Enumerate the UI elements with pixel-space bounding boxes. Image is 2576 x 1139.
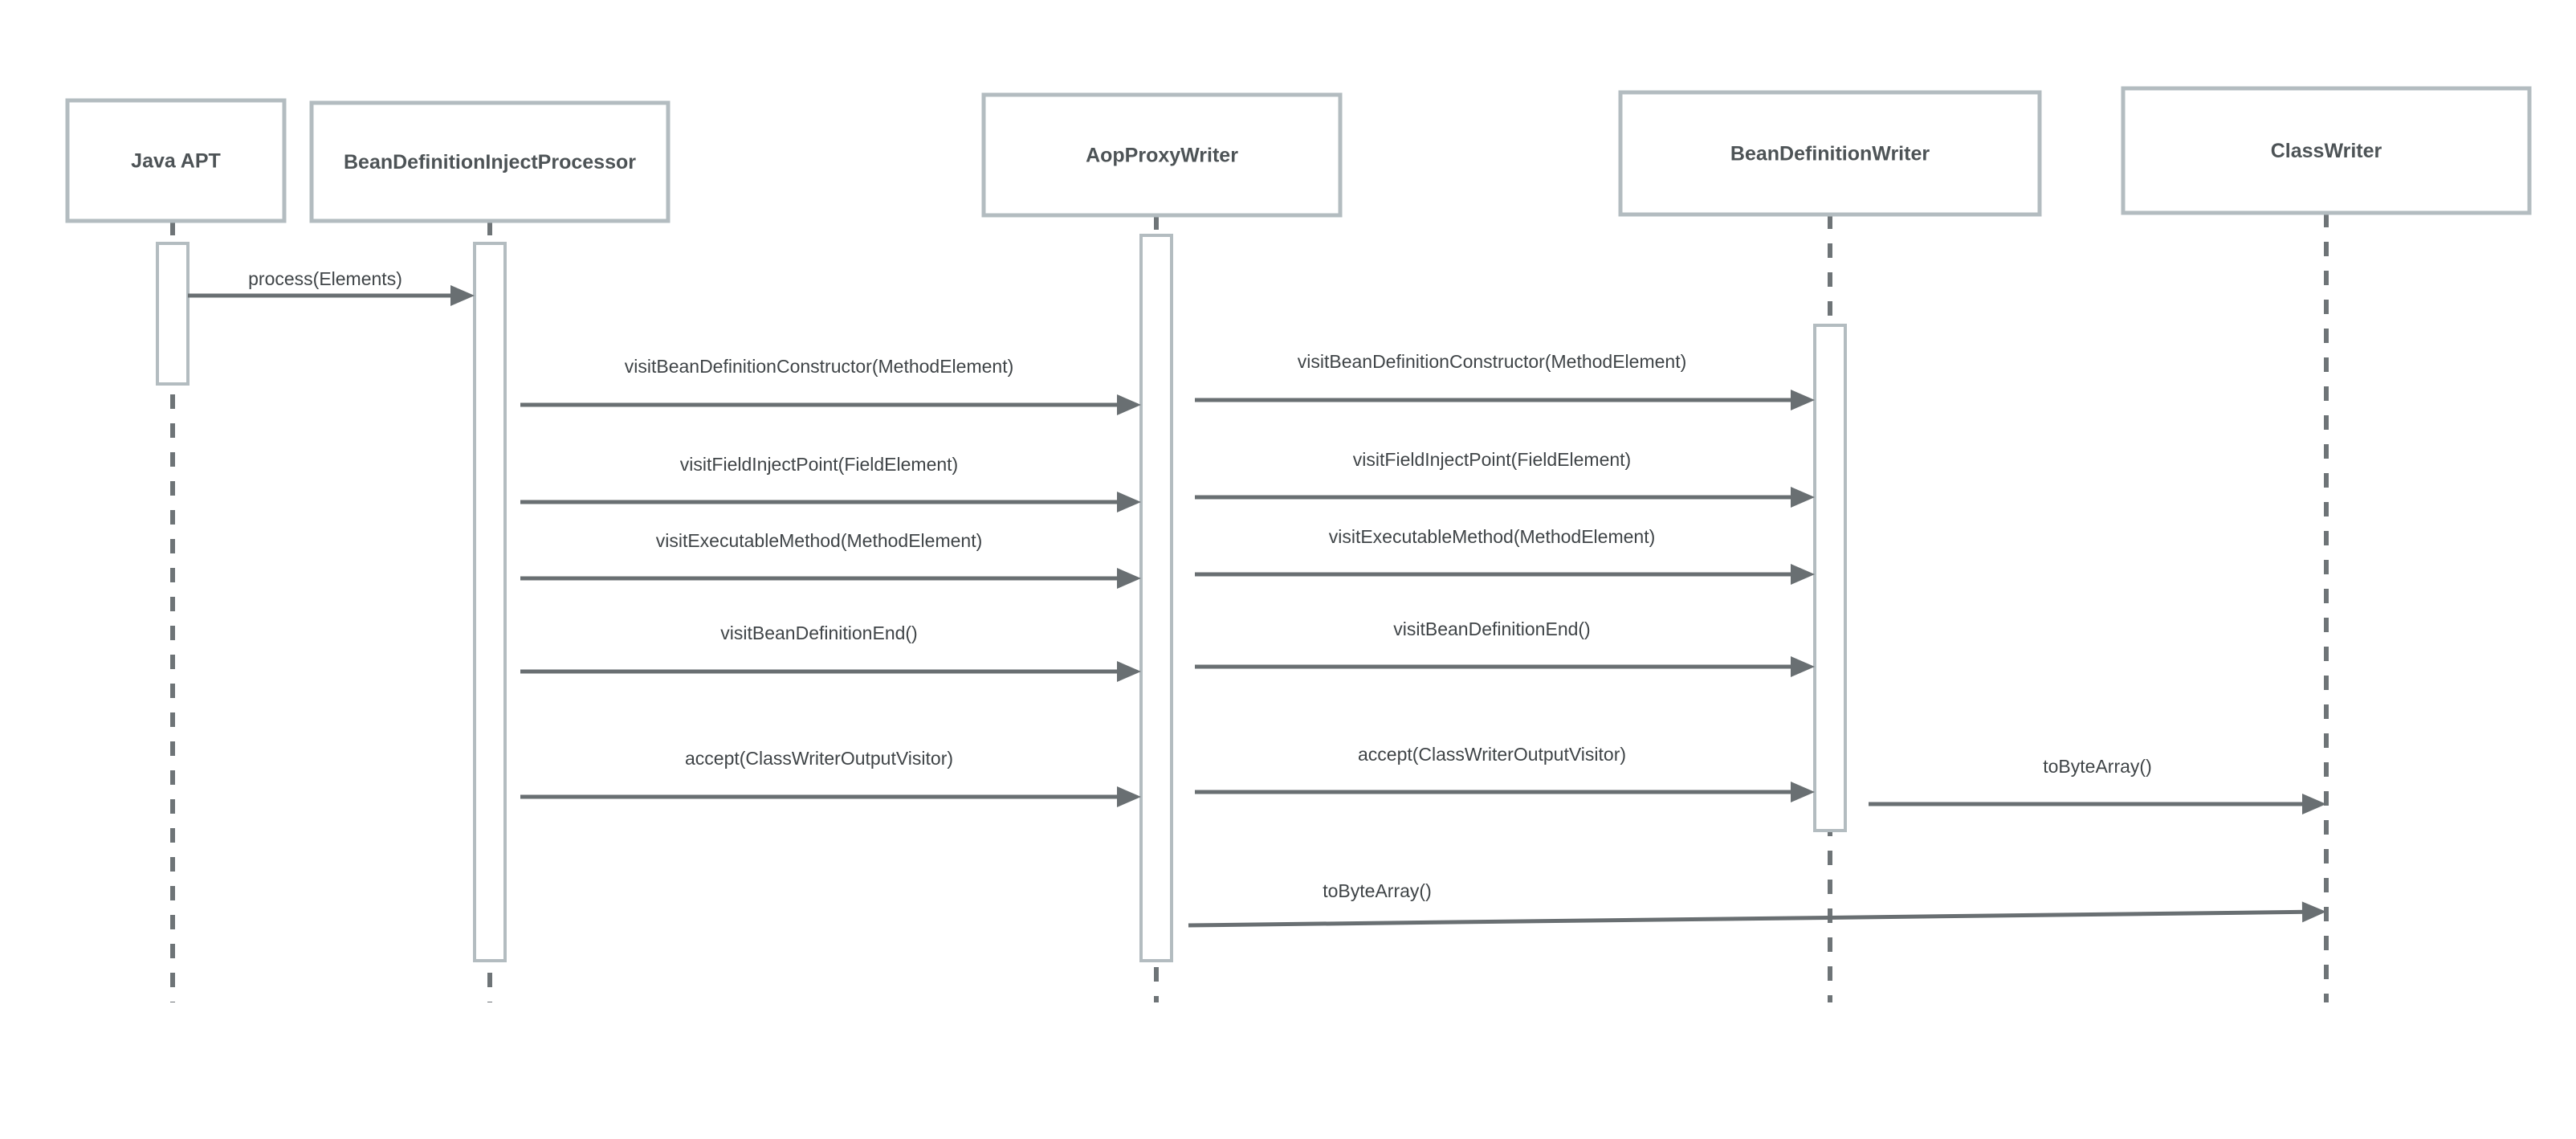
activations-layer bbox=[156, 234, 1847, 962]
participant-box-cw[interactable] bbox=[2121, 86, 2532, 215]
message-arrowhead-5 bbox=[1117, 568, 1141, 589]
participant-box-javaapt[interactable] bbox=[65, 98, 287, 223]
messages-layer: process(Elements) visitBeanDefinitionCons… bbox=[188, 268, 2326, 928]
message-arrowhead-7 bbox=[1117, 661, 1141, 682]
message-10[interactable]: accept(ClassWriterOutputVisitor) bbox=[1195, 744, 1815, 802]
message-7[interactable]: visitBeanDefinitionEnd() bbox=[520, 623, 1141, 682]
message-6[interactable]: visitExecutableMethod(MethodElement) bbox=[1195, 526, 1815, 585]
message-arrowhead-0 bbox=[450, 285, 475, 306]
activation-bar-aop[interactable] bbox=[1139, 234, 1173, 962]
participant-cw[interactable]: ClassWriter bbox=[2121, 86, 2532, 215]
participant-bdw[interactable]: BeanDefinitionWriter bbox=[1618, 90, 2042, 217]
activation-bar-bdw[interactable] bbox=[1813, 324, 1847, 832]
message-arrowhead-4 bbox=[1791, 487, 1815, 508]
participant-label-aop: AopProxyWriter bbox=[1086, 145, 1238, 167]
message-2[interactable]: visitBeanDefinitionConstructor(MethodEle… bbox=[1195, 351, 1815, 410]
message-label-1: visitBeanDefinitionConstructor(MethodEle… bbox=[625, 356, 1014, 377]
message-arrowhead-11 bbox=[2302, 794, 2326, 814]
participant-label-cw: ClassWriter bbox=[2271, 140, 2382, 162]
message-label-11: toByteArray() bbox=[2043, 756, 2151, 777]
participant-javaapt[interactable]: Java APT bbox=[65, 98, 287, 223]
message-label-9: accept(ClassWriterOutputVisitor) bbox=[685, 748, 953, 769]
message-11[interactable]: toByteArray() bbox=[1869, 756, 2326, 814]
message-12[interactable]: toByteArray() bbox=[1188, 880, 2326, 928]
message-arrowhead-6 bbox=[1791, 564, 1815, 585]
participant-label-javaapt: Java APT bbox=[131, 150, 221, 173]
message-0[interactable]: process(Elements) bbox=[188, 268, 475, 306]
message-arrowhead-10 bbox=[1791, 782, 1815, 802]
participant-aop[interactable]: AopProxyWriter bbox=[981, 92, 1343, 218]
message-label-5: visitExecutableMethod(MethodElement) bbox=[656, 530, 983, 551]
message-label-10: accept(ClassWriterOutputVisitor) bbox=[1358, 744, 1626, 765]
message-label-0: process(Elements) bbox=[248, 268, 402, 289]
message-label-2: visitBeanDefinitionConstructor(MethodEle… bbox=[1298, 351, 1687, 372]
message-label-6: visitExecutableMethod(MethodElement) bbox=[1329, 526, 1656, 547]
message-arrowhead-8 bbox=[1791, 656, 1815, 677]
participant-box-bdip[interactable] bbox=[309, 100, 670, 223]
message-9[interactable]: accept(ClassWriterOutputVisitor) bbox=[520, 748, 1141, 807]
message-label-12: toByteArray() bbox=[1323, 880, 1431, 901]
participant-box-bdw[interactable] bbox=[1618, 90, 2042, 217]
message-arrowhead-12 bbox=[2301, 901, 2326, 923]
message-label-7: visitBeanDefinitionEnd() bbox=[720, 623, 917, 643]
message-label-8: visitBeanDefinitionEnd() bbox=[1393, 618, 1590, 639]
participant-box-aop[interactable] bbox=[981, 92, 1343, 218]
participant-label-bdip: BeanDefinitionInjectProcessor bbox=[344, 151, 636, 174]
message-arrowhead-9 bbox=[1117, 786, 1141, 807]
activation-bar-javaapt[interactable] bbox=[156, 242, 190, 386]
message-4[interactable]: visitFieldInjectPoint(FieldElement) bbox=[1195, 449, 1815, 508]
message-label-4: visitFieldInjectPoint(FieldElement) bbox=[1353, 449, 1631, 470]
message-arrowhead-3 bbox=[1117, 492, 1141, 512]
message-line-12 bbox=[1188, 909, 2306, 928]
message-5[interactable]: visitExecutableMethod(MethodElement) bbox=[520, 530, 1141, 589]
message-arrowhead-1 bbox=[1117, 394, 1141, 415]
message-label-3: visitFieldInjectPoint(FieldElement) bbox=[680, 454, 958, 475]
participant-bdip[interactable]: BeanDefinitionInjectProcessor bbox=[309, 100, 670, 223]
participant-label-bdw: BeanDefinitionWriter bbox=[1730, 143, 1930, 165]
message-3[interactable]: visitFieldInjectPoint(FieldElement) bbox=[520, 454, 1141, 512]
message-arrowhead-2 bbox=[1791, 390, 1815, 410]
message-1[interactable]: visitBeanDefinitionConstructor(MethodEle… bbox=[520, 356, 1141, 415]
activation-bar-bdip[interactable] bbox=[473, 242, 507, 962]
message-8[interactable]: visitBeanDefinitionEnd() bbox=[1195, 618, 1815, 677]
participants-layer: Java APT BeanDefinitionInjectProcessor Aop… bbox=[65, 86, 2532, 223]
